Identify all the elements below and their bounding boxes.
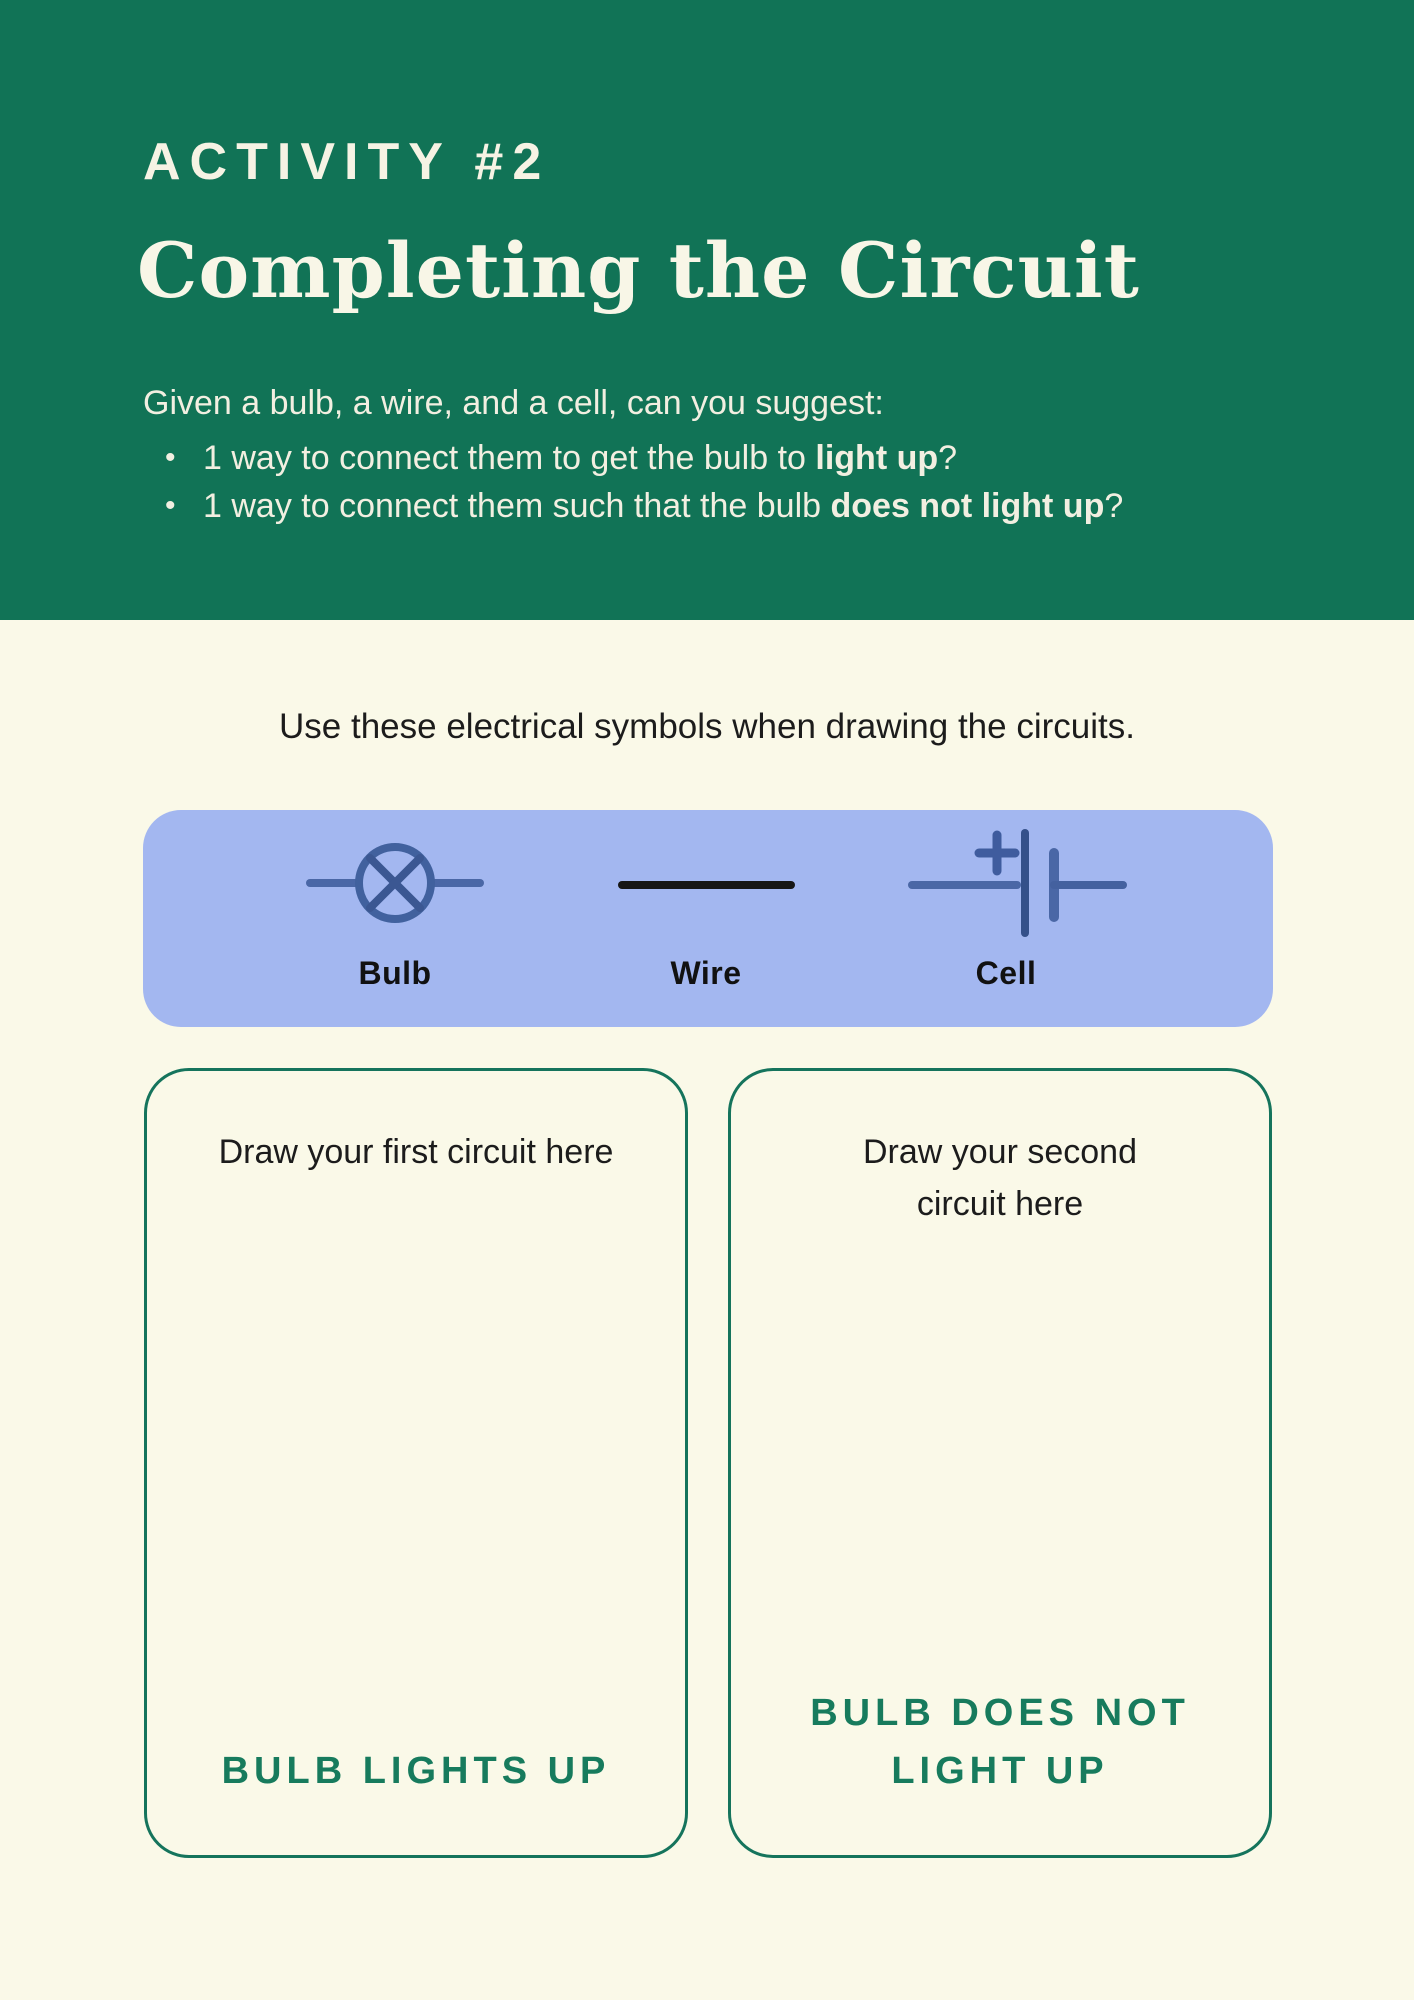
bullet-icon: • [165, 441, 176, 474]
draw-area-first-circuit[interactable]: Draw your first circuit here BULB LIGHTS… [144, 1068, 688, 1858]
bullet-icon: • [165, 489, 176, 522]
question-list: • 1 way to connect them to get the bulb t… [143, 434, 1293, 530]
question-1-post: ? [938, 439, 958, 477]
symbol-label-wire: Wire [670, 955, 742, 991]
question-1-pre: 1 way to connect them to get the bulb to [203, 439, 816, 477]
draw-prompt-second: Draw your second circuit here [862, 1133, 1137, 1223]
symbols-instruction: Use these electrical symbols when drawin… [279, 707, 1135, 746]
symbols-panel [143, 810, 1273, 1027]
page-title: Completing the Circuit [137, 226, 1140, 315]
wire-symbol-icon [618, 881, 795, 889]
symbol-label-bulb: Bulb [358, 955, 432, 991]
activity-kicker: ACTIVITY #2 [143, 133, 551, 191]
bulb-symbol-icon [306, 843, 484, 923]
question-2-pre: 1 way to connect them such that the bulb [203, 487, 831, 525]
question-item-1: • 1 way to connect them to get the bulb t… [143, 434, 1293, 482]
draw-prompt-first: Draw your first circuit here [218, 1133, 614, 1171]
cell-symbol-icon [908, 829, 1127, 937]
question-2-post: ? [1104, 487, 1124, 525]
result-label-bulb-lights-up: BULB LIGHTS UP [221, 1750, 611, 1792]
question-1-bold: light up [815, 439, 939, 477]
question-2-bold: does not light up [830, 487, 1105, 525]
result-label-bulb-does-not-light-up: BULB DOES NOT LIGHT UP [810, 1692, 1190, 1792]
symbol-label-cell: Cell [975, 955, 1037, 991]
draw-area-second-circuit[interactable]: Draw your second circuit here BULB DOES … [728, 1068, 1272, 1858]
intro-text: Given a bulb, a wire, and a cell, can yo… [143, 384, 884, 422]
question-item-2: • 1 way to connect them such that the bul… [143, 482, 1293, 530]
header-section: ACTIVITY #2 Completing the Circuit Given… [0, 0, 1414, 620]
